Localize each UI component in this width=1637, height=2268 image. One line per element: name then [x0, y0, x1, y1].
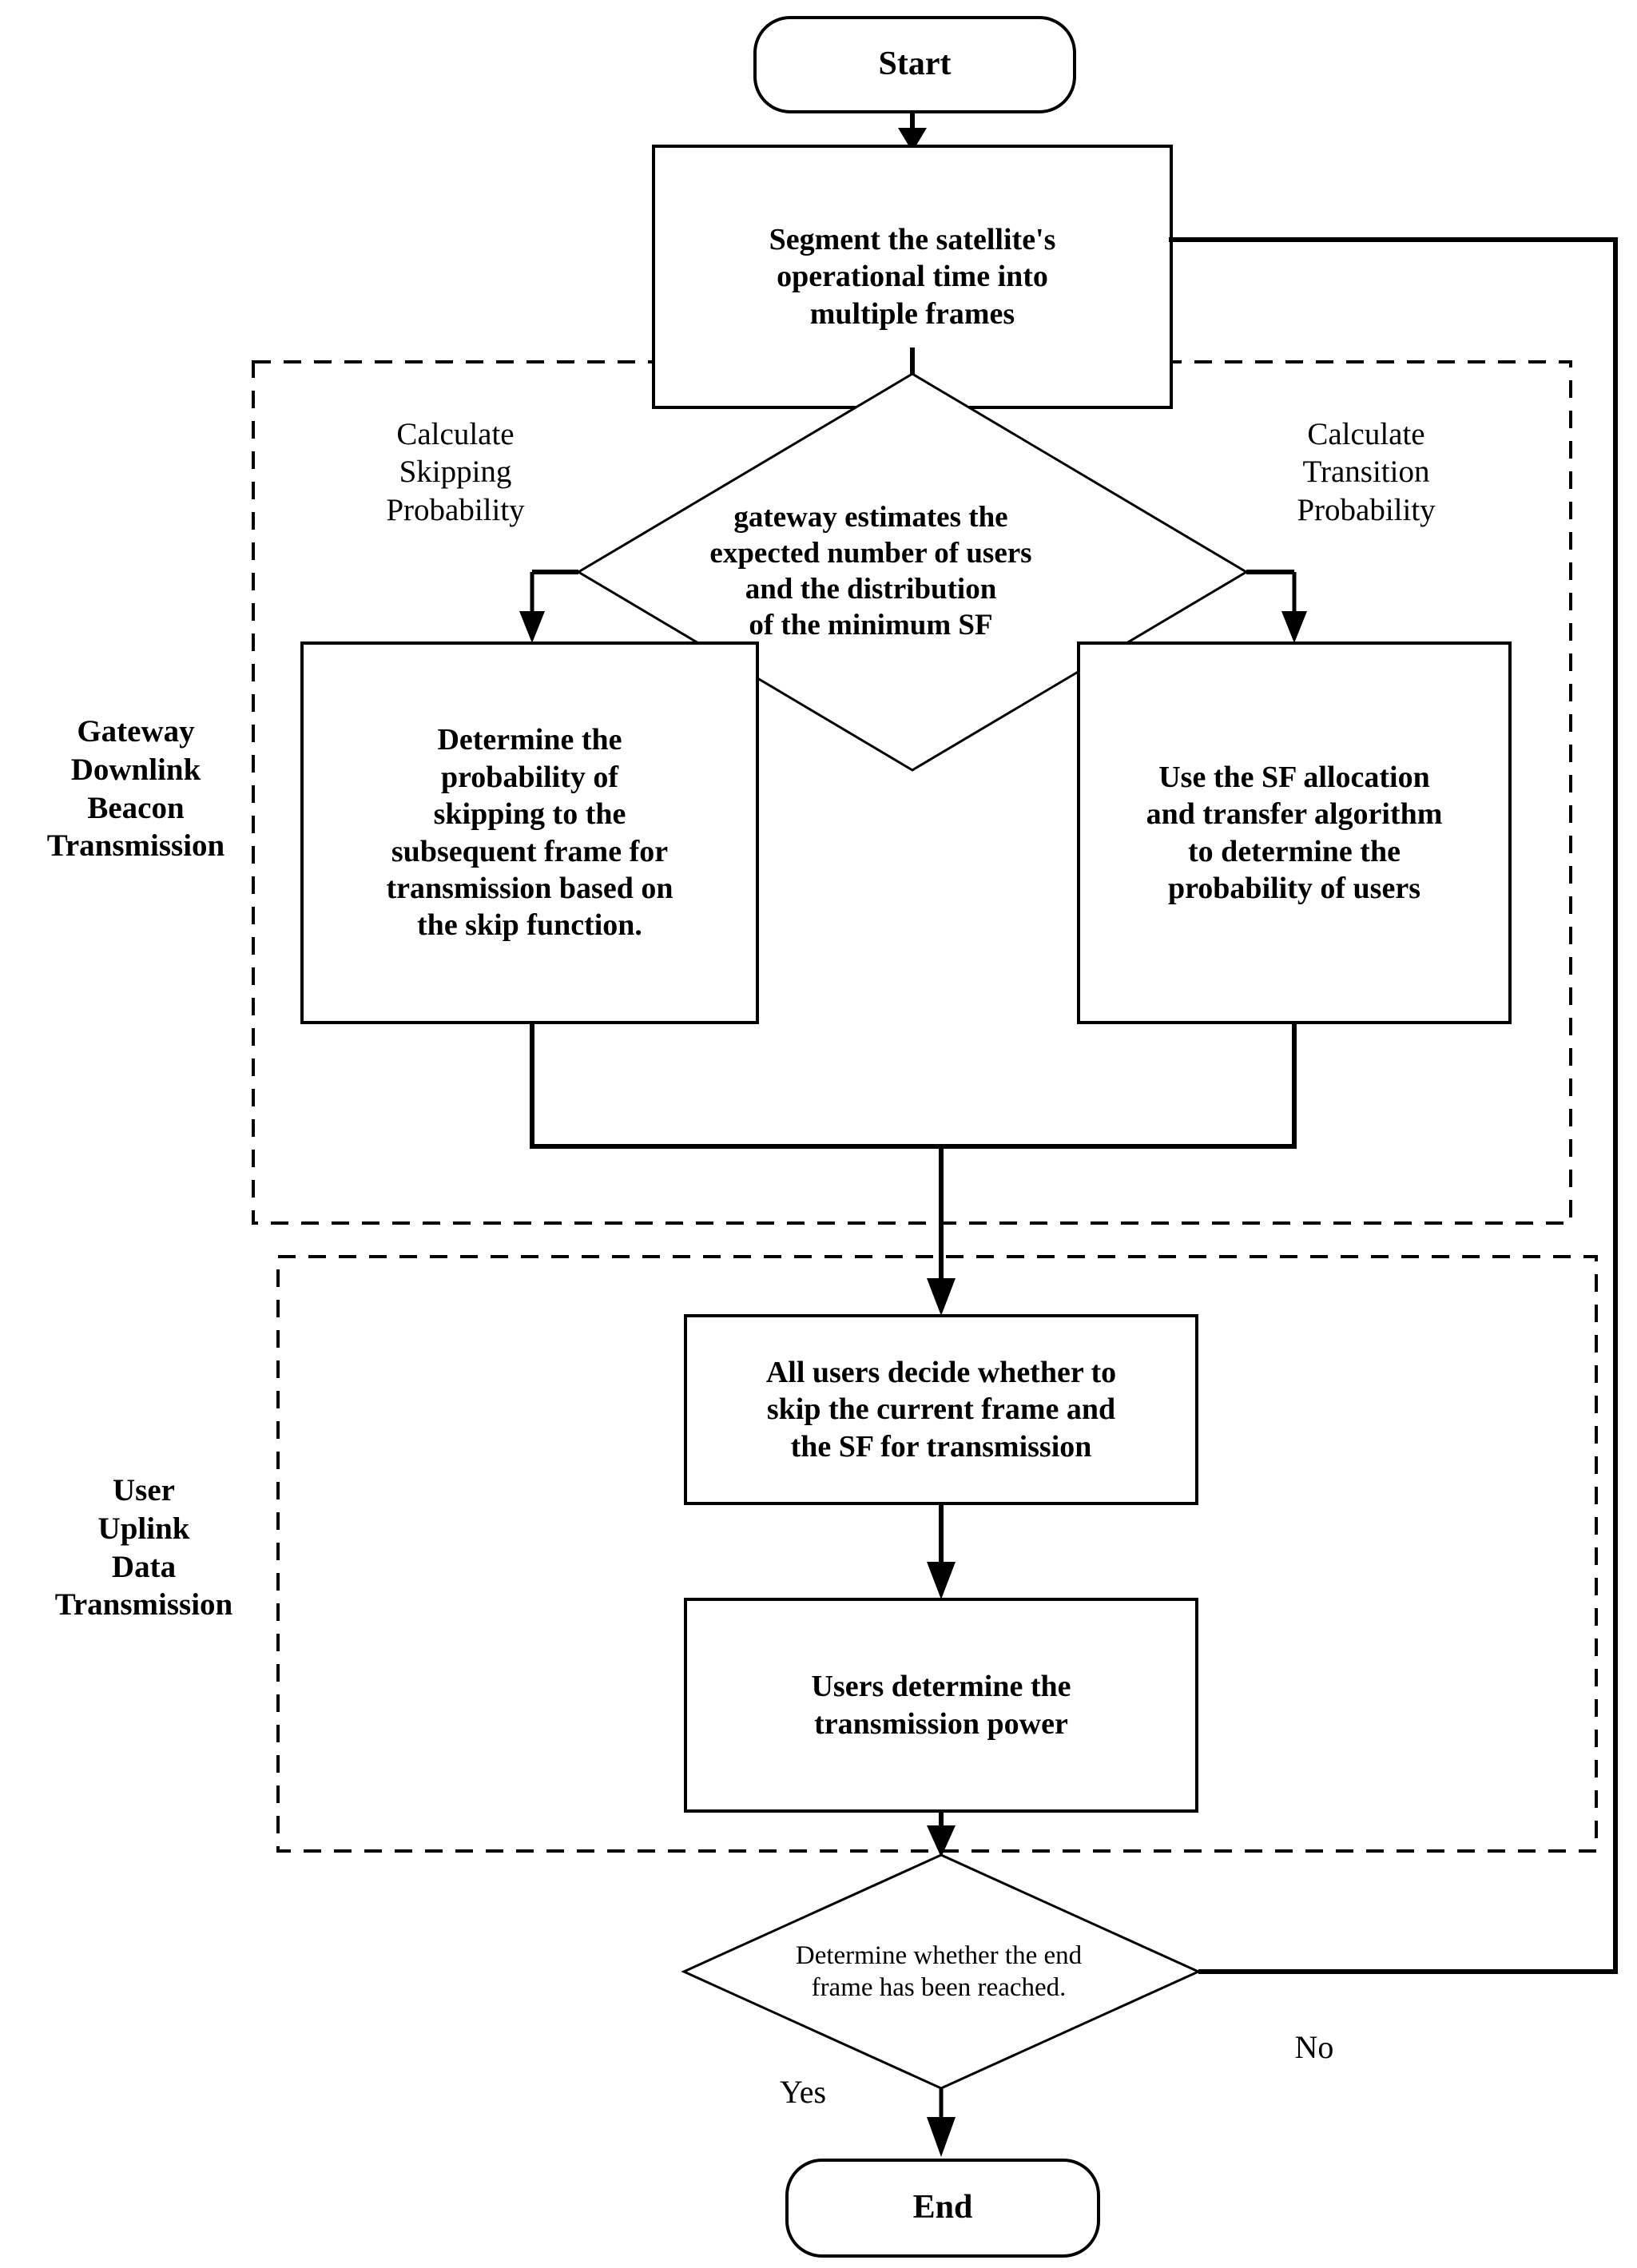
arrowhead-decision2-to-end [927, 2117, 956, 2157]
arrowhead-start-to-segment [898, 128, 927, 152]
arrowhead-users-decide-to-power [927, 1562, 956, 1599]
node-users-power-label: Users determine the transmission power [811, 1670, 1071, 1741]
node-users-decide-label: All users decide whether to skip the cur… [765, 1355, 1117, 1464]
node-start-label: Start [878, 46, 952, 83]
arrowhead-merge-to-users-decide [927, 1278, 956, 1316]
node-sf-allocation-shape [1077, 641, 1512, 1024]
node-end-frame-decision-label: Determine whether the end frame has been… [795, 1940, 1083, 2002]
node-sf-allocation-label: Use the SF allocation and transfer algor… [1146, 760, 1443, 905]
section-group-user [276, 1255, 1598, 1853]
node-skip-probability-shape [300, 641, 759, 1024]
section-group-gateway [252, 360, 1572, 1225]
arrowhead-power-to-end-decision [927, 1825, 956, 1857]
node-segment-frames-label: Segment the satellite's operational time… [769, 222, 1056, 331]
arrowhead-decision-to-right-process [1281, 611, 1307, 643]
node-end-label: End [912, 2189, 973, 2226]
node-users-decide-shape [684, 1314, 1198, 1505]
branch-label-no: No [1294, 2028, 1334, 2065]
branch-label-yes: Yes [779, 2073, 827, 2110]
arrowhead-decision-to-left-process [519, 611, 545, 643]
node-gateway-estimate-label: gateway estimates the expected number of… [709, 500, 1032, 642]
branch-label-transition-probability: Calculate Transition Probability [1297, 416, 1436, 527]
node-skip-probability-label: Determine the probability of skipping to… [386, 723, 673, 943]
branch-label-skipping-probability: Calculate Skipping Probability [386, 416, 525, 527]
section-label-gateway: Gateway Downlink Beacon Transmission [46, 714, 225, 864]
node-end-shape [785, 2159, 1100, 2258]
section-label-user: User Uplink Data Transmission [54, 1473, 233, 1623]
